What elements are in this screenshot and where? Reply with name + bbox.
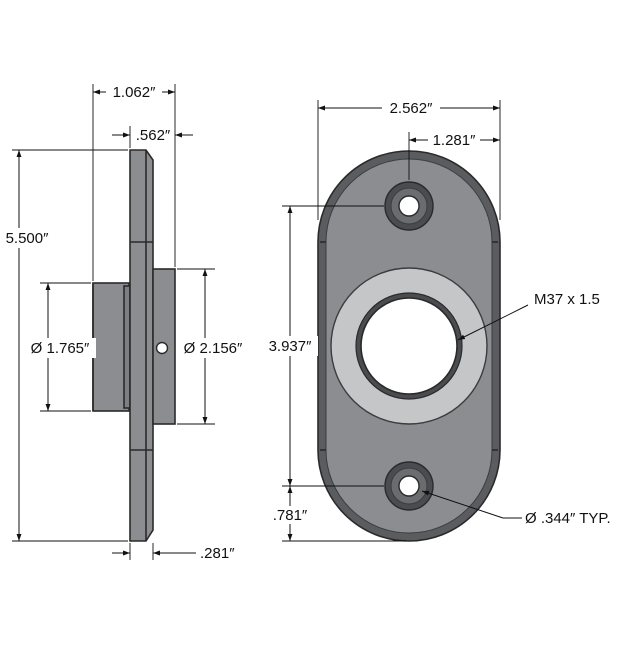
dim-boss-diameter-front: Ø 2.156″ [184, 340, 243, 357]
callout-thread: M37 x 1.5 [534, 291, 600, 308]
callout-mount-hole: Ø .344″ TYP. [525, 510, 611, 527]
dim-boss-diameter-back: Ø 1.765″ [31, 340, 90, 357]
dim-overall-depth: 1.062″ [113, 84, 157, 101]
side-view [92, 149, 176, 542]
dim-overall-height: 5.500″ [6, 230, 50, 247]
dim-plate-thickness: .281″ [200, 545, 235, 562]
dim-flange-thickness: .562″ [136, 127, 171, 144]
dim-hole-spacing: 3.937″ [269, 338, 313, 355]
center-thread-bore [360, 297, 458, 395]
side-back-boss-step [123, 285, 131, 409]
dim-overall-width: 2.562″ [390, 100, 434, 117]
front-view [317, 150, 501, 542]
top-mount-hole [398, 195, 420, 217]
side-view-dimensions: 1.062″ .562″ 5.500″ Ø 1.765″ Ø 2.156″ .2… [0, 82, 248, 562]
dim-half-width: 1.281″ [433, 132, 477, 149]
front-view-dimensions: 2.562″ 1.281″ 3.937″ .781″ M37 x 1.5 Ø .… [262, 98, 611, 542]
side-pin-hole [155, 341, 169, 355]
side-flange-plate [129, 149, 154, 542]
bottom-mount-hole [398, 475, 420, 497]
dim-hole-edge-distance: .781″ [273, 507, 308, 524]
